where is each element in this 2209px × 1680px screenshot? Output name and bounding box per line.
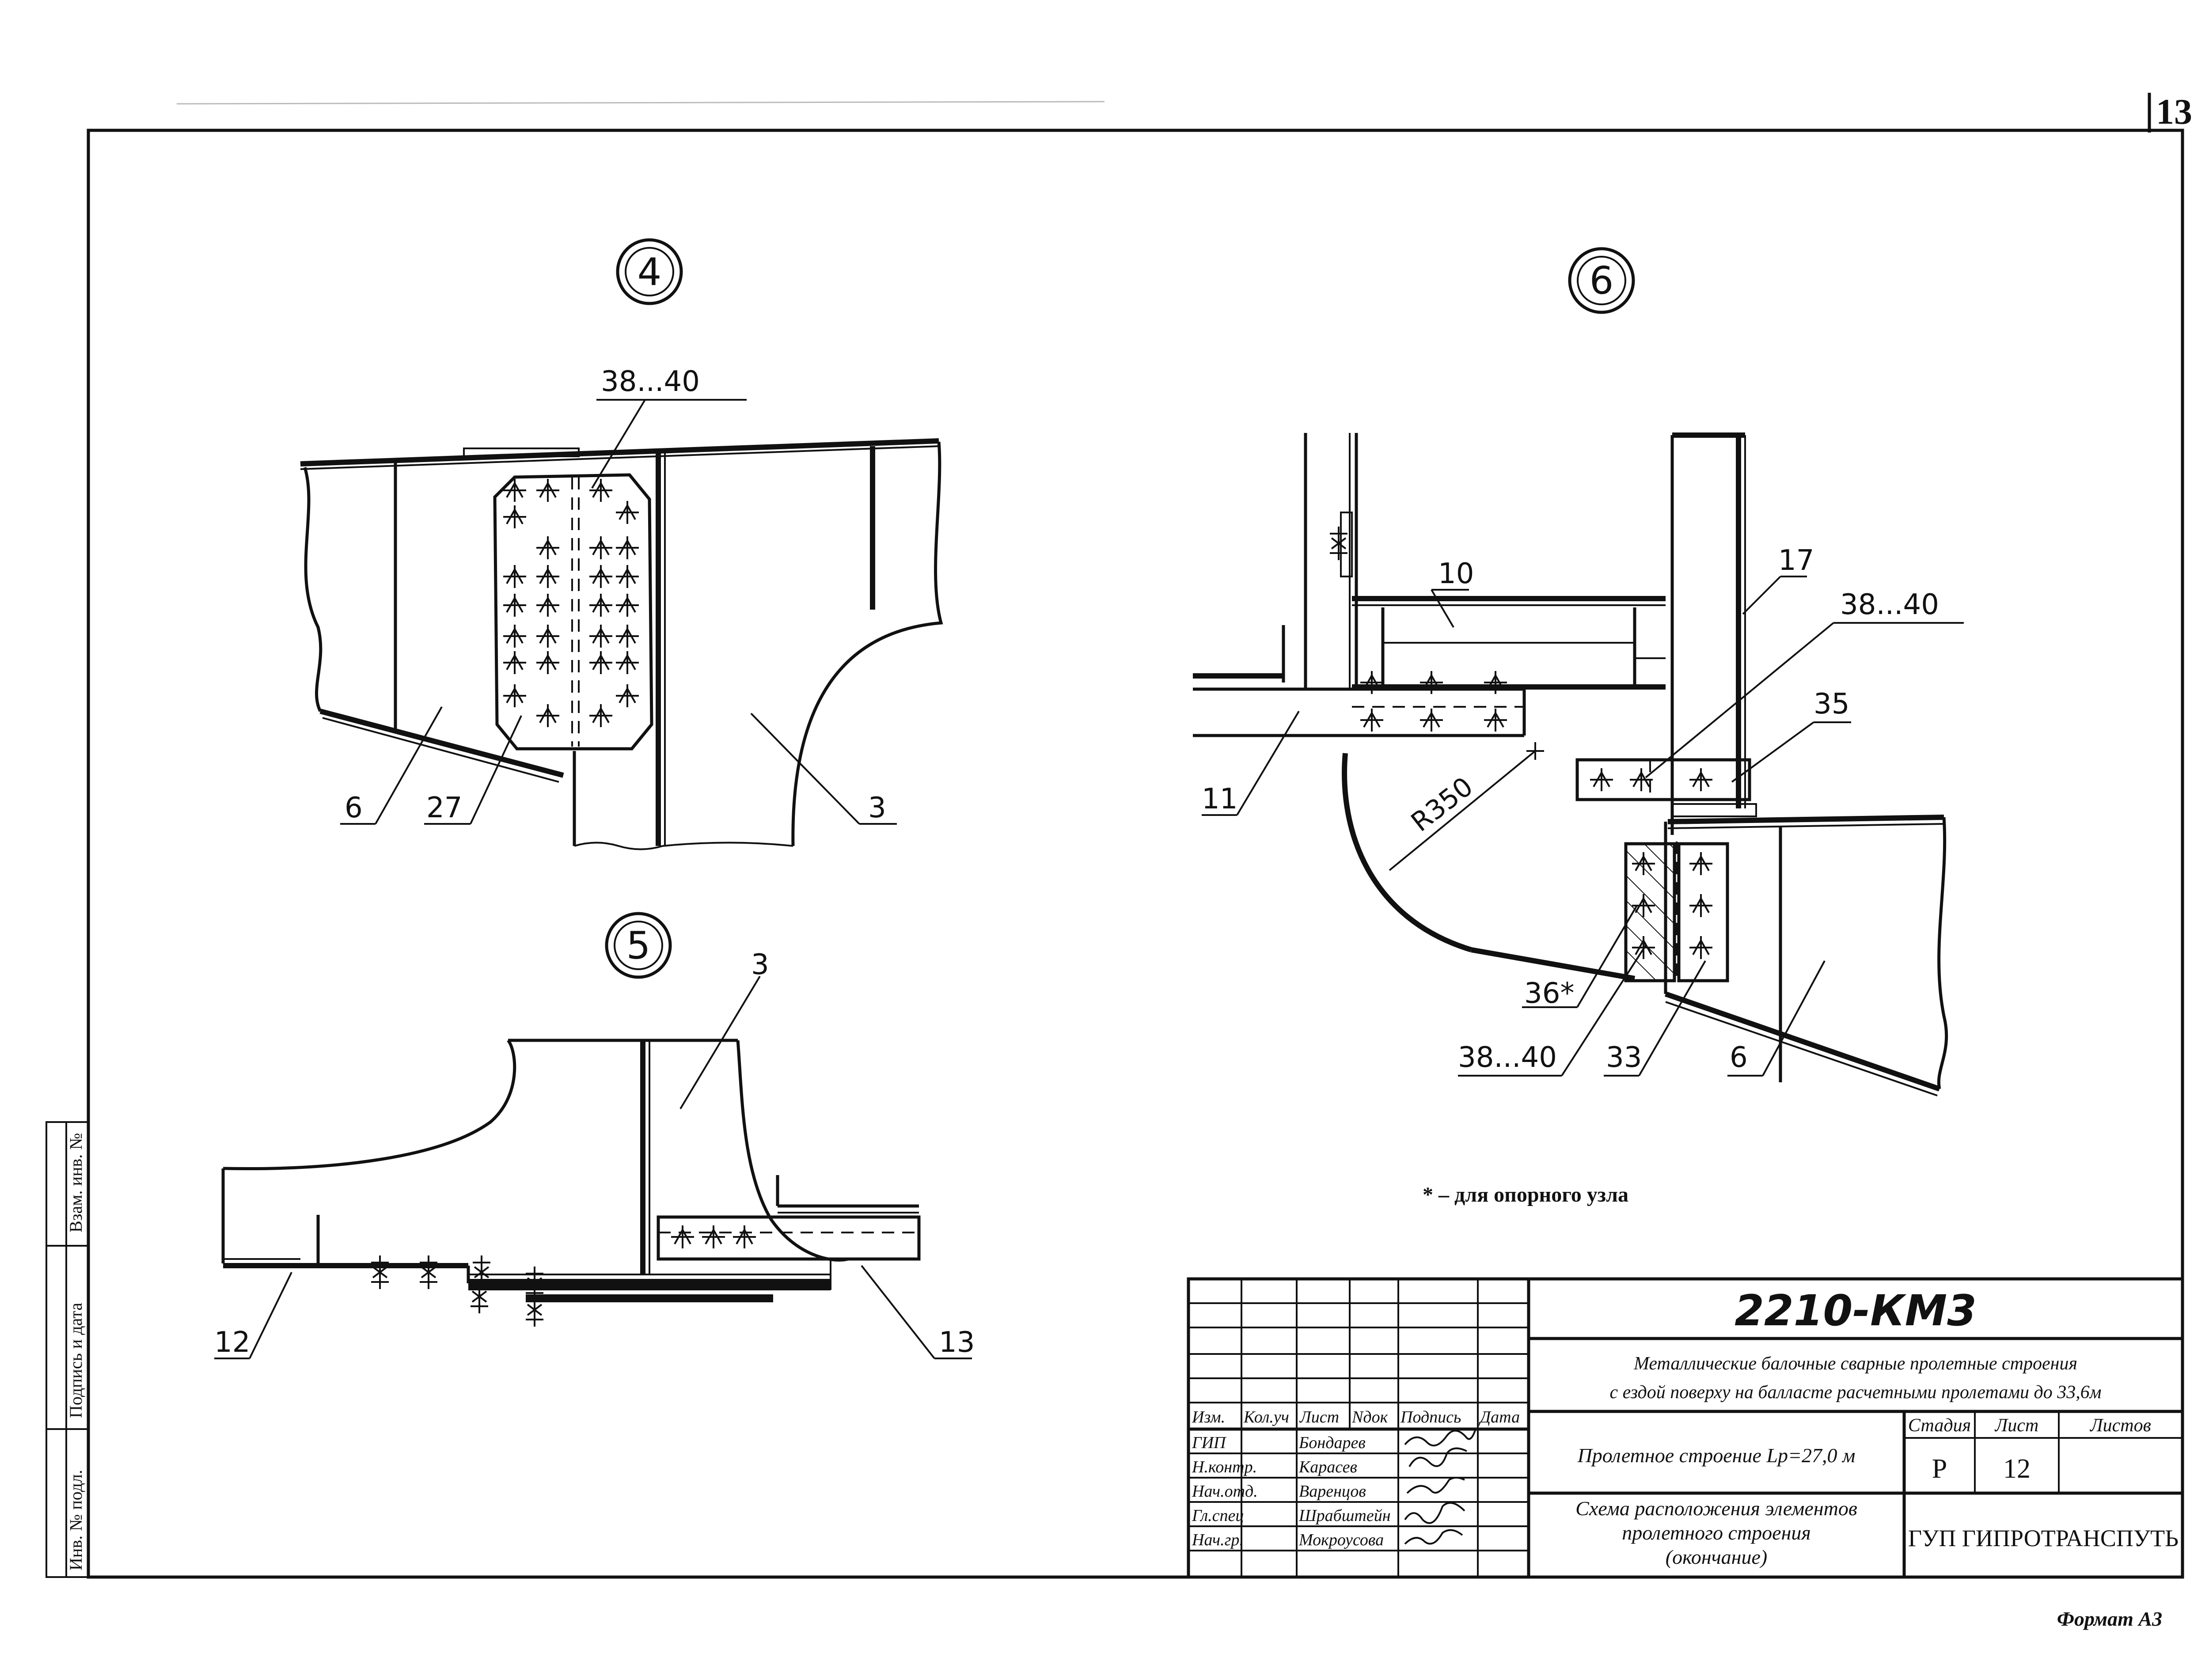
- sheet-title-line2: пролетного строения: [1622, 1521, 1811, 1544]
- node5-cover-plate: [468, 1279, 831, 1290]
- tb-name-4: Мокроусова: [1298, 1531, 1384, 1549]
- node6-label-33: 33: [1606, 1041, 1642, 1074]
- drawing-frame: [87, 129, 2184, 1579]
- node6-label-bolts-bottom: 38...40: [1458, 1041, 1557, 1074]
- description-line2: с ездой поверху на балласте расчетными п…: [1609, 1382, 2101, 1403]
- page-number: 13: [2156, 91, 2192, 132]
- stage-header: Стадия: [1908, 1415, 1971, 1436]
- node6-label-36: 36*: [1524, 977, 1574, 1010]
- tb-role-0: ГИП: [1192, 1433, 1227, 1452]
- tb-header-list: Лист: [1299, 1408, 1339, 1426]
- node6-plate-33: [1677, 842, 1729, 982]
- node6-label-11: 11: [1202, 783, 1237, 815]
- tb-header-podpis: Подпись: [1400, 1408, 1461, 1426]
- node6-girder-top-flange: [1667, 815, 1944, 824]
- stage-value: Р: [1932, 1454, 1947, 1484]
- node6-label-bolts-top: 38...40: [1840, 588, 1939, 621]
- object-title: Пролетное строение Lp=27,0 м: [1577, 1444, 1856, 1467]
- node-4-detail: 4: [300, 238, 943, 850]
- signatures: [1404, 1429, 1476, 1545]
- tb-name-0: Бондарев: [1298, 1433, 1366, 1452]
- node-4-number: 4: [638, 250, 662, 294]
- node6-label-6: 6: [1730, 1041, 1748, 1074]
- node4-top-flange: [300, 438, 939, 466]
- node6-label-17: 17: [1778, 544, 1814, 577]
- tb-header-izm: Изм.: [1192, 1408, 1225, 1426]
- tb-name-3: Шрабштейн: [1298, 1506, 1391, 1525]
- node6-label-10: 10: [1438, 557, 1474, 590]
- tb-header-data: Дата: [1479, 1408, 1520, 1426]
- node-4-circle: [616, 238, 683, 305]
- node6-curved-plate: [1342, 753, 1472, 952]
- tb-role-3: Гл.спец: [1192, 1506, 1244, 1525]
- node-5-number: 5: [626, 924, 651, 968]
- node6-label-35: 35: [1814, 688, 1849, 721]
- scan-line: [176, 101, 1105, 105]
- node-6-number: 6: [1590, 259, 1614, 303]
- sheet-title-line1: Схема расположения элементов: [1575, 1497, 1857, 1520]
- sheet-value: 12: [2003, 1454, 2031, 1484]
- sheet-header: Лист: [1994, 1415, 2038, 1436]
- sheet-title-line3: (окончание): [1666, 1546, 1767, 1568]
- doc-code: 2210-КМ3: [1735, 1286, 1977, 1335]
- margin-vzam: Взам. инв. №: [66, 1133, 86, 1233]
- node5-label-13: 13: [939, 1326, 975, 1359]
- left-margin-strip: Взам. инв. № Подпись и дата Инв. № подл.: [46, 1121, 89, 1578]
- format-label: Формат А3: [2057, 1608, 2162, 1630]
- description-line1: Металлические балочные сварные пролетные…: [1633, 1354, 2077, 1374]
- tb-role-1: Н.контр.: [1192, 1458, 1257, 1476]
- node4-label-27: 27: [426, 792, 462, 824]
- node-4-circle-inner: [625, 247, 674, 296]
- title-block: Изм. Кол.уч Лист Nдок Подпись Дата ГИП Б…: [1187, 1277, 2184, 1579]
- node-6-detail: 6 R350: [1193, 247, 1964, 1096]
- margin-inv-orig: Инв. № подл.: [66, 1470, 86, 1570]
- tb-role-2: Нач.отд.: [1192, 1482, 1258, 1501]
- node-5-detail: 5 3 12 13: [214, 912, 975, 1359]
- node5-label-3: 3: [751, 948, 769, 981]
- footnote: * – для опорного узла: [1423, 1183, 1628, 1206]
- node5-plate-13: [657, 1215, 921, 1261]
- node4-bolt-group: [502, 478, 640, 728]
- node6-girder-bottom-flange: [1665, 991, 1940, 1092]
- node-6-circle: [1568, 247, 1635, 314]
- node6-plate-35: [1575, 758, 1751, 801]
- margin-sign-date: Подпись и дата: [66, 1303, 86, 1418]
- tb-name-2: Варенцов: [1299, 1482, 1366, 1501]
- tb-role-4: Нач.гр.: [1192, 1531, 1244, 1549]
- tb-header-ndok: Nдок: [1351, 1408, 1389, 1426]
- node4-bottom-flange: [319, 709, 564, 778]
- node4-label-bolts: 38...40: [601, 365, 700, 398]
- node4-label-3: 3: [868, 792, 886, 824]
- node5-label-12: 12: [214, 1326, 250, 1359]
- tb-name-1: Карасев: [1298, 1458, 1357, 1476]
- tb-header-kol-uch: Кол.уч: [1243, 1408, 1289, 1426]
- sheets-header: Листов: [2089, 1415, 2151, 1436]
- node-5-circle: [605, 912, 672, 979]
- organization: ГУП ГИПРОТРАНСПУТЬ: [1908, 1525, 2179, 1551]
- node4-label-6: 6: [345, 792, 363, 824]
- node4-splice-plate: [493, 473, 653, 751]
